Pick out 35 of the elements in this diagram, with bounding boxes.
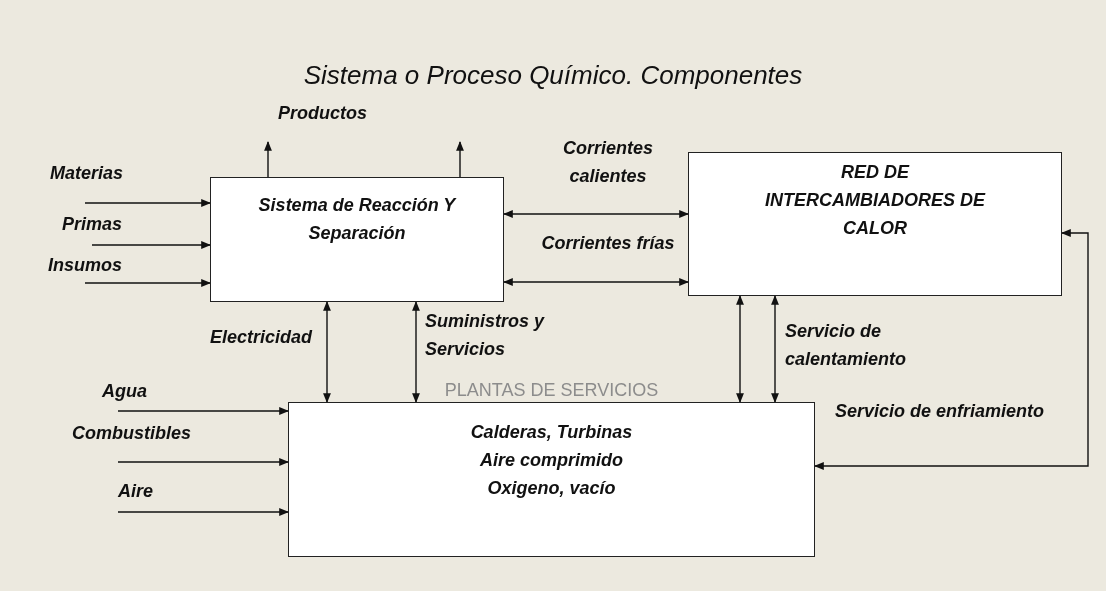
arrow [503,278,689,286]
edge-label: Corrientes frías [540,232,676,255]
arrow [771,295,779,403]
arrow [814,229,1089,470]
stream-label: Combustibles [72,422,191,445]
edge-label: Servicio de calentamiento [785,320,908,371]
edge-label: Corrientes calientes [562,137,654,188]
box-text: RED DE INTERCAMBIADORES DE CALOR [764,161,987,240]
arrow [84,279,211,287]
diagram-title: Sistema o Proceso Químico. Componentes [302,60,804,91]
arrow [117,458,289,466]
arrow [323,301,331,403]
arrow [264,141,272,178]
stream-label: Insumos [48,254,122,277]
process-box [210,177,504,302]
edge-label: Servicio de enfriamiento [835,400,1045,423]
arrow [503,210,689,218]
arrow [412,301,420,403]
box-heading: PLANTAS DE SERVICIOS [443,379,660,402]
arrow [456,141,464,178]
arrow [91,241,211,249]
arrow [117,407,289,415]
arrow [84,199,211,207]
stream-label: Productos [278,102,367,125]
edge-label: Suministros y Servicios [425,310,546,361]
box-text: Sistema de Reacción Y Separación [257,194,457,245]
stream-label: Aire [118,480,153,503]
edge-label: Electricidad [210,326,314,349]
stream-label: Primas [62,213,123,236]
stream-label: Agua [102,380,147,403]
arrow [117,508,289,516]
arrow [736,295,744,403]
process-box [688,152,1062,296]
stream-label: Materias [50,162,124,185]
box-text: Calderas, Turbinas Aire comprimido Oxigeno, vacío [469,421,634,500]
